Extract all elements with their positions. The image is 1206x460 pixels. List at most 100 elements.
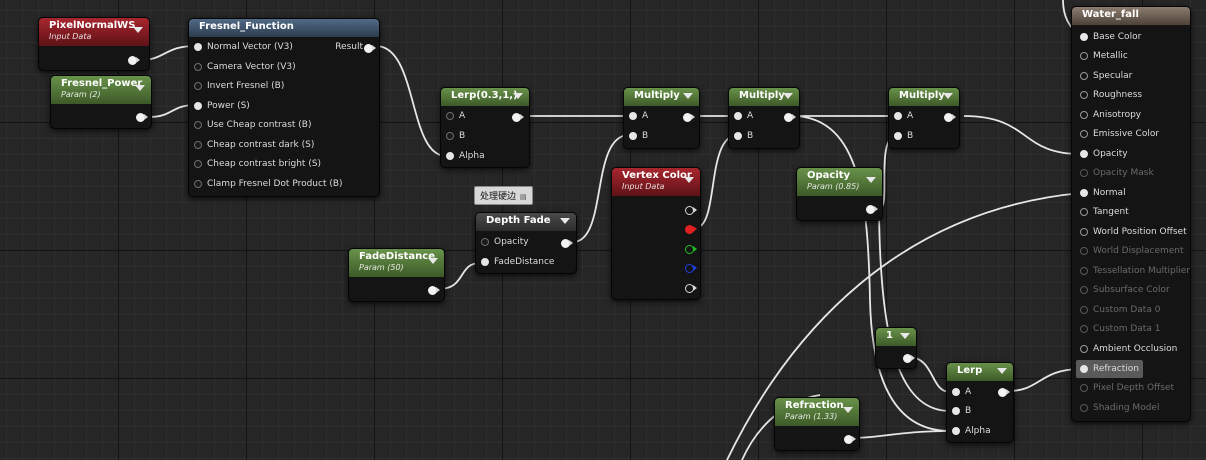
- node-lerp-1[interactable]: Lerp(0.3,1,) A B Alpha: [440, 87, 530, 168]
- input-opacity[interactable]: Opacity: [477, 233, 529, 251]
- node-header[interactable]: Fresnel_Function: [189, 19, 379, 37]
- input-world-displacement[interactable]: World Displacement: [1076, 242, 1184, 260]
- input-power[interactable]: Power (S): [190, 97, 250, 115]
- input-ambient-occlusion[interactable]: Ambient Occlusion: [1076, 340, 1177, 358]
- chevron-down-icon[interactable]: [683, 93, 693, 99]
- input-a[interactable]: A: [730, 107, 753, 125]
- node-header[interactable]: Lerp: [947, 363, 1013, 381]
- node-pixel-normal-ws[interactable]: PixelNormalWS Input Data: [38, 17, 150, 71]
- output-pin[interactable]: [127, 55, 141, 65]
- input-roughness[interactable]: Roughness: [1076, 86, 1142, 104]
- node-depth-fade[interactable]: Depth Fade Opacity FadeDistance: [475, 212, 577, 274]
- input-camera-vector[interactable]: Camera Vector (V3): [190, 58, 296, 76]
- node-vertex-color[interactable]: Vertex Color Input Data: [611, 167, 701, 300]
- node-fresnel-function[interactable]: Fresnel_Function Result Normal Vector (V…: [188, 18, 380, 197]
- chevron-down-icon[interactable]: [513, 93, 523, 99]
- chevron-down-icon[interactable]: [133, 27, 143, 33]
- output-pin[interactable]: [363, 43, 377, 53]
- chevron-down-icon[interactable]: [997, 368, 1007, 374]
- input-a[interactable]: A: [890, 107, 913, 125]
- input-b[interactable]: B: [625, 127, 648, 145]
- node-header[interactable]: Depth Fade: [476, 213, 576, 231]
- input-pixel-depth-offset[interactable]: Pixel Depth Offset: [1076, 379, 1174, 397]
- node-header[interactable]: Multiply: [729, 88, 799, 106]
- node-header[interactable]: Refraction Param (1.33): [775, 398, 859, 426]
- input-base-color[interactable]: Base Color: [1076, 28, 1141, 46]
- node-header[interactable]: Multiply: [889, 88, 959, 106]
- node-multiply-1[interactable]: Multiply A B: [623, 87, 700, 149]
- input-opacity[interactable]: Opacity: [1076, 145, 1128, 163]
- output-pin[interactable]: [943, 112, 957, 122]
- input-emissive-color[interactable]: Emissive Color: [1076, 125, 1159, 143]
- output-pin-rgb[interactable]: [684, 205, 698, 215]
- chevron-down-icon[interactable]: [560, 218, 570, 224]
- input-normal[interactable]: Normal: [1076, 184, 1126, 202]
- chevron-down-icon[interactable]: [684, 177, 694, 183]
- node-header[interactable]: 1: [876, 328, 916, 346]
- output-pin[interactable]: [427, 285, 441, 295]
- chevron-down-icon[interactable]: [135, 85, 145, 91]
- output-pin[interactable]: [783, 112, 797, 122]
- input-clamp-fresnel[interactable]: Clamp Fresnel Dot Product (B): [190, 175, 343, 193]
- node-header[interactable]: Vertex Color Input Data: [612, 168, 700, 196]
- input-cheap-contrast-dark[interactable]: Cheap contrast dark (S): [190, 136, 314, 154]
- input-metallic[interactable]: Metallic: [1076, 47, 1128, 65]
- input-cheap-contrast-bright[interactable]: Cheap contrast bright (S): [190, 155, 321, 173]
- input-custom-data-0[interactable]: Custom Data 0: [1076, 301, 1160, 319]
- input-opacity-mask[interactable]: Opacity Mask: [1076, 164, 1154, 182]
- input-b[interactable]: B: [948, 402, 971, 420]
- output-pin[interactable]: [902, 353, 916, 363]
- output-pin[interactable]: [511, 112, 525, 122]
- output-pin[interactable]: [135, 112, 149, 122]
- input-b[interactable]: B: [730, 127, 753, 145]
- input-use-cheap-contrast[interactable]: Use Cheap contrast (B): [190, 116, 311, 134]
- input-a[interactable]: A: [442, 107, 465, 125]
- node-constant-one[interactable]: 1: [875, 327, 917, 369]
- input-custom-data-1[interactable]: Custom Data 1: [1076, 320, 1160, 338]
- node-header[interactable]: FadeDistance Param (50): [349, 249, 444, 277]
- input-alpha[interactable]: Alpha: [948, 422, 991, 440]
- input-alpha[interactable]: Alpha: [442, 147, 485, 165]
- node-header[interactable]: PixelNormalWS Input Data: [39, 18, 149, 46]
- input-b[interactable]: B: [442, 127, 465, 145]
- input-refraction[interactable]: Refraction: [1076, 360, 1143, 378]
- output-pin[interactable]: [997, 387, 1011, 397]
- input-world-position-offset[interactable]: World Position Offset: [1076, 223, 1187, 241]
- input-subsurface-color[interactable]: Subsurface Color: [1076, 281, 1170, 299]
- node-opacity-param[interactable]: Opacity Param (0.85): [796, 167, 883, 221]
- output-pin-green[interactable]: [684, 244, 698, 254]
- output-pin[interactable]: [865, 204, 879, 214]
- node-header[interactable]: Multiply: [624, 88, 699, 106]
- output-pin[interactable]: [560, 238, 574, 248]
- input-tangent[interactable]: Tangent: [1076, 203, 1129, 221]
- node-header[interactable]: Fresnel_Power Param (2): [51, 76, 151, 104]
- chevron-down-icon[interactable]: [428, 258, 438, 264]
- node-header[interactable]: Opacity Param (0.85): [797, 168, 882, 196]
- input-a[interactable]: A: [625, 107, 648, 125]
- output-result[interactable]: Result: [335, 42, 363, 52]
- input-shading-model[interactable]: Shading Model: [1076, 399, 1159, 417]
- input-a[interactable]: A: [948, 383, 971, 401]
- input-invert-fresnel[interactable]: Invert Fresnel (B): [190, 77, 284, 95]
- output-pin[interactable]: [843, 434, 857, 444]
- input-specular[interactable]: Specular: [1076, 67, 1132, 85]
- output-pin-alpha[interactable]: [684, 283, 698, 293]
- chevron-down-icon[interactable]: [843, 407, 853, 413]
- output-pin-blue[interactable]: [684, 263, 698, 273]
- node-multiply-3[interactable]: Multiply A B: [888, 87, 960, 149]
- input-normal-vector[interactable]: Normal Vector (V3): [190, 38, 293, 56]
- output-pin-red[interactable]: [684, 224, 698, 234]
- input-b[interactable]: B: [890, 127, 913, 145]
- node-fade-distance[interactable]: FadeDistance Param (50): [348, 248, 445, 302]
- node-header[interactable]: Water_fall: [1072, 7, 1190, 25]
- chevron-down-icon[interactable]: [783, 93, 793, 99]
- node-fresnel-power[interactable]: Fresnel_Power Param (2): [50, 75, 152, 129]
- node-multiply-2[interactable]: Multiply A B: [728, 87, 800, 149]
- chevron-down-icon[interactable]: [900, 333, 910, 339]
- node-refraction-param[interactable]: Refraction Param (1.33): [774, 397, 860, 451]
- input-anisotropy[interactable]: Anisotropy: [1076, 106, 1141, 124]
- chevron-down-icon[interactable]: [866, 177, 876, 183]
- node-lerp-2[interactable]: Lerp A B Alpha: [946, 362, 1014, 443]
- output-pin[interactable]: [682, 112, 696, 122]
